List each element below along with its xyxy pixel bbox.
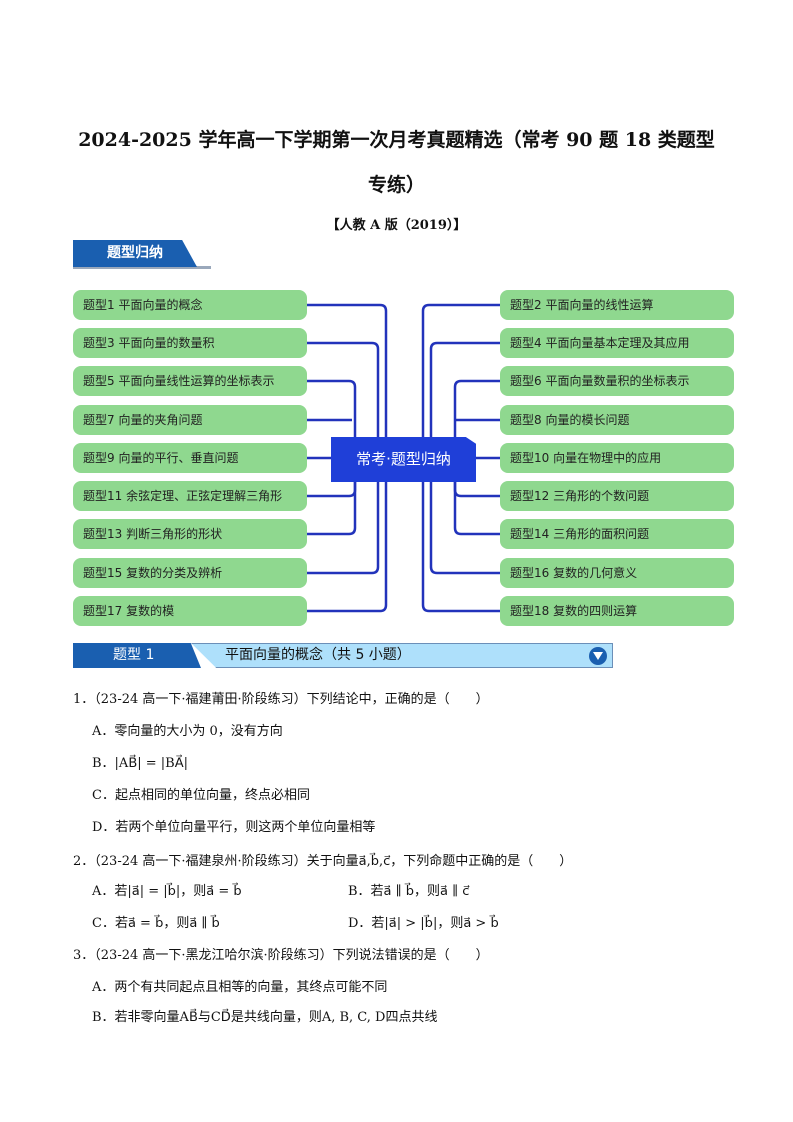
edition-subtitle: 【人教 A 版（2019）】 xyxy=(326,218,467,233)
answer-option: B．若非零向量AB⃗与CD⃗是共线向量，则A, B, C, D四点共线 xyxy=(92,1010,438,1025)
type-node-left: 题型1 平面向量的概念 xyxy=(73,290,307,320)
type-node-right: 题型10 向量在物理中的应用 xyxy=(500,443,734,473)
type-node-right: 题型4 平面向量基本定理及其应用 xyxy=(500,328,734,358)
type-node-left: 题型9 向量的平行、垂直问题 xyxy=(73,443,307,473)
section-banner: 题型归纳 xyxy=(73,240,197,267)
section-title-bar xyxy=(191,643,613,668)
type-node-left: 题型11 余弦定理、正弦定理解三角形 xyxy=(73,481,307,511)
page-title: 2024-2025 学年高一下学期第一次月考真题精选（常考 90 题 18 类题… xyxy=(60,118,733,208)
type-node-right: 题型6 平面向量数量积的坐标表示 xyxy=(500,366,734,396)
type-node-right: 题型8 向量的模长问题 xyxy=(500,405,734,435)
type-node-left: 题型3 平面向量的数量积 xyxy=(73,328,307,358)
answer-option: A．若|a⃗| = |b⃗|，则a⃗ = b⃗ xyxy=(92,884,242,899)
collapse-chevron-icon[interactable] xyxy=(589,647,607,665)
title-line-1: 2024-2025 学年高一下学期第一次月考真题精选（常考 90 题 18 类题… xyxy=(78,129,715,151)
answer-option: A．两个有共同起点且相等的向量，其终点可能不同 xyxy=(92,980,388,995)
question-stem: 2．（23-24 高一下·福建泉州·阶段练习）关于向量a⃗,b⃗,c⃗，下列命题… xyxy=(73,854,573,869)
section-number: 题型 1 xyxy=(73,643,201,668)
type-node-right: 题型18 复数的四则运算 xyxy=(500,596,734,626)
answer-option: C．若a⃗ = b⃗，则a⃗ ∥ b⃗ xyxy=(92,916,220,931)
banner-shadow xyxy=(73,266,211,269)
question-stem: 1．（23-24 高一下·福建莆田·阶段练习）下列结论中，正确的是（ ） xyxy=(73,692,489,707)
title-line-2: 专练） xyxy=(367,174,425,196)
type-node-left: 题型15 复数的分类及辨析 xyxy=(73,558,307,588)
section-title: 平面向量的概念（共 5 小题） xyxy=(225,647,411,663)
answer-option: B．若a⃗ ∥ b⃗，则a⃗ ∥ c⃗ xyxy=(348,884,470,899)
type-node-left: 题型17 复数的模 xyxy=(73,596,307,626)
type-node-right: 题型12 三角形的个数问题 xyxy=(500,481,734,511)
mindmap-center-node: 常考·题型归纳 xyxy=(331,437,476,482)
answer-option: D．若|a⃗| > |b⃗|，则a⃗ > b⃗ xyxy=(348,916,499,931)
type-node-left: 题型13 判断三角形的形状 xyxy=(73,519,307,549)
type-node-right: 题型16 复数的几何意义 xyxy=(500,558,734,588)
type-node-right: 题型14 三角形的面积问题 xyxy=(500,519,734,549)
type-node-right: 题型2 平面向量的线性运算 xyxy=(500,290,734,320)
type-node-left: 题型5 平面向量线性运算的坐标表示 xyxy=(73,366,307,396)
question-stem: 3．（23-24 高一下·黑龙江哈尔滨·阶段练习）下列说法错误的是（ ） xyxy=(73,948,489,963)
section-header: 题型 1 平面向量的概念（共 5 小题） xyxy=(73,643,613,670)
answer-option: D．若两个单位向量平行，则这两个单位向量相等 xyxy=(92,820,376,835)
mindmap-connectors xyxy=(307,303,500,613)
answer-option: A．零向量的大小为 0，没有方向 xyxy=(92,724,283,739)
answer-option: B．|AB⃗| = |BA⃗| xyxy=(92,756,188,771)
answer-option: C．起点相同的单位向量，终点必相同 xyxy=(92,788,310,803)
type-node-left: 题型7 向量的夹角问题 xyxy=(73,405,307,435)
